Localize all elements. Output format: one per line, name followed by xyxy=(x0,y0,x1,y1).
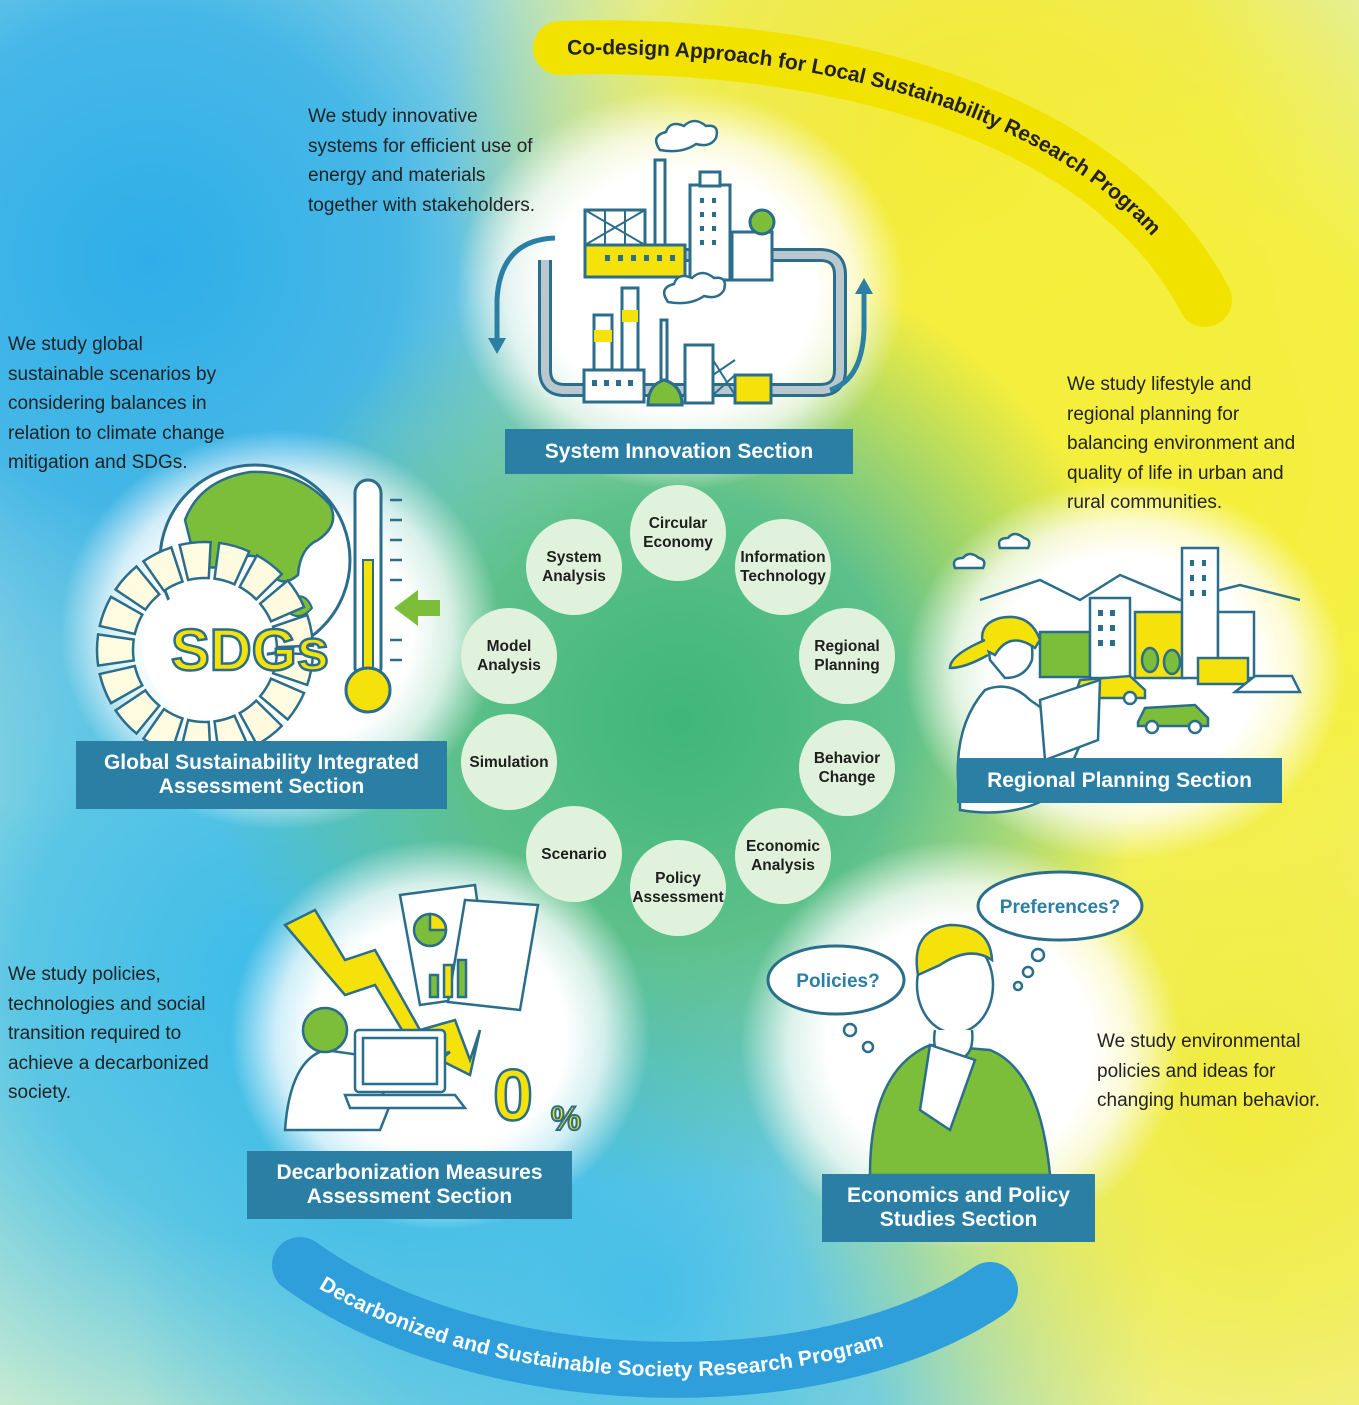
sdgs-wheel-segment xyxy=(237,553,284,602)
sdgs-wheel-segment xyxy=(98,664,145,705)
preferences-thought-bubble: Preferences? xyxy=(976,870,1144,992)
method-node-policy-assessment: Policy Assessment xyxy=(630,840,726,936)
bottom-program-title: Decarbonized and Sustainable Society Res… xyxy=(316,1273,886,1382)
economics-section-description: We study environmental policies and idea… xyxy=(1097,1031,1320,1111)
sdgs-wheel-segment xyxy=(141,545,185,593)
economics-section-label: Economics and Policy Studies Section xyxy=(822,1174,1095,1242)
decarbonization-section-description: We study policies, technologies and soci… xyxy=(8,964,209,1103)
bottom-program-arc: Decarbonized and Sustainable Society Res… xyxy=(272,1237,1018,1398)
system-section-label: System Innovation Section xyxy=(505,429,853,474)
svg-text:Decarbonized and Sustainable S: Decarbonized and Sustainable Society Res… xyxy=(316,1273,886,1382)
sdgs-wheel-segment xyxy=(271,613,315,649)
method-node-scenario: Scenario xyxy=(526,806,622,902)
method-node-system-analysis: System Analysis xyxy=(526,519,622,615)
sdgs-wheel-segment xyxy=(237,698,284,747)
sdgs-wheel-segment xyxy=(258,578,306,623)
preferences-text: Preferences? xyxy=(1000,897,1120,918)
method-node-model-analysis: Model Analysis xyxy=(461,608,557,704)
regional-section-description: We study lifestyle and regional planning… xyxy=(1067,374,1296,513)
method-node-circular-economy: Circular Economy xyxy=(630,485,726,581)
thinking-person-illustration xyxy=(868,923,1052,1177)
percent-text: % xyxy=(551,1100,581,1138)
sdgs-wheel-segment xyxy=(98,595,145,636)
method-node-regional-planning: Regional Planning xyxy=(799,608,895,704)
system-section-description: We study innovative systems for efficien… xyxy=(308,106,536,216)
sdgs-text: SDGs xyxy=(171,618,329,683)
method-node-information-technology: Information Technology xyxy=(735,519,831,615)
method-node-behavior-change: Behavior Change xyxy=(799,720,895,816)
method-node-economic-analysis: Economic Analysis xyxy=(735,808,831,904)
regional-section-label: Regional Planning Section xyxy=(957,758,1282,803)
factory-illustration xyxy=(488,119,873,407)
sdgs-wheel-segment xyxy=(258,677,306,722)
sdgs-wheel-segment xyxy=(213,541,251,586)
policies-text: Policies? xyxy=(796,971,879,992)
sdgs-wheel-segment xyxy=(95,632,136,668)
decarbonization-illustration xyxy=(283,883,540,1132)
sdgs-wheel-segment xyxy=(271,651,315,687)
global-section-description: We study global sustainable scenarios by… xyxy=(8,334,225,473)
sdgs-wheel-segment xyxy=(113,564,162,612)
method-node-simulation: Simulation xyxy=(461,714,557,810)
zero-text: 0 xyxy=(493,1056,533,1136)
global-section-label: Global Sustainability Integrated Assessm… xyxy=(76,741,447,809)
sdgs-wheel-segment xyxy=(113,688,162,736)
sdgs-wheel-segment xyxy=(178,540,212,582)
thermometer-icon xyxy=(344,478,440,714)
decarbonization-section-label: Decarbonization Measures Assessment Sect… xyxy=(247,1151,572,1219)
policies-thought-bubble: Policies? xyxy=(766,944,906,1054)
